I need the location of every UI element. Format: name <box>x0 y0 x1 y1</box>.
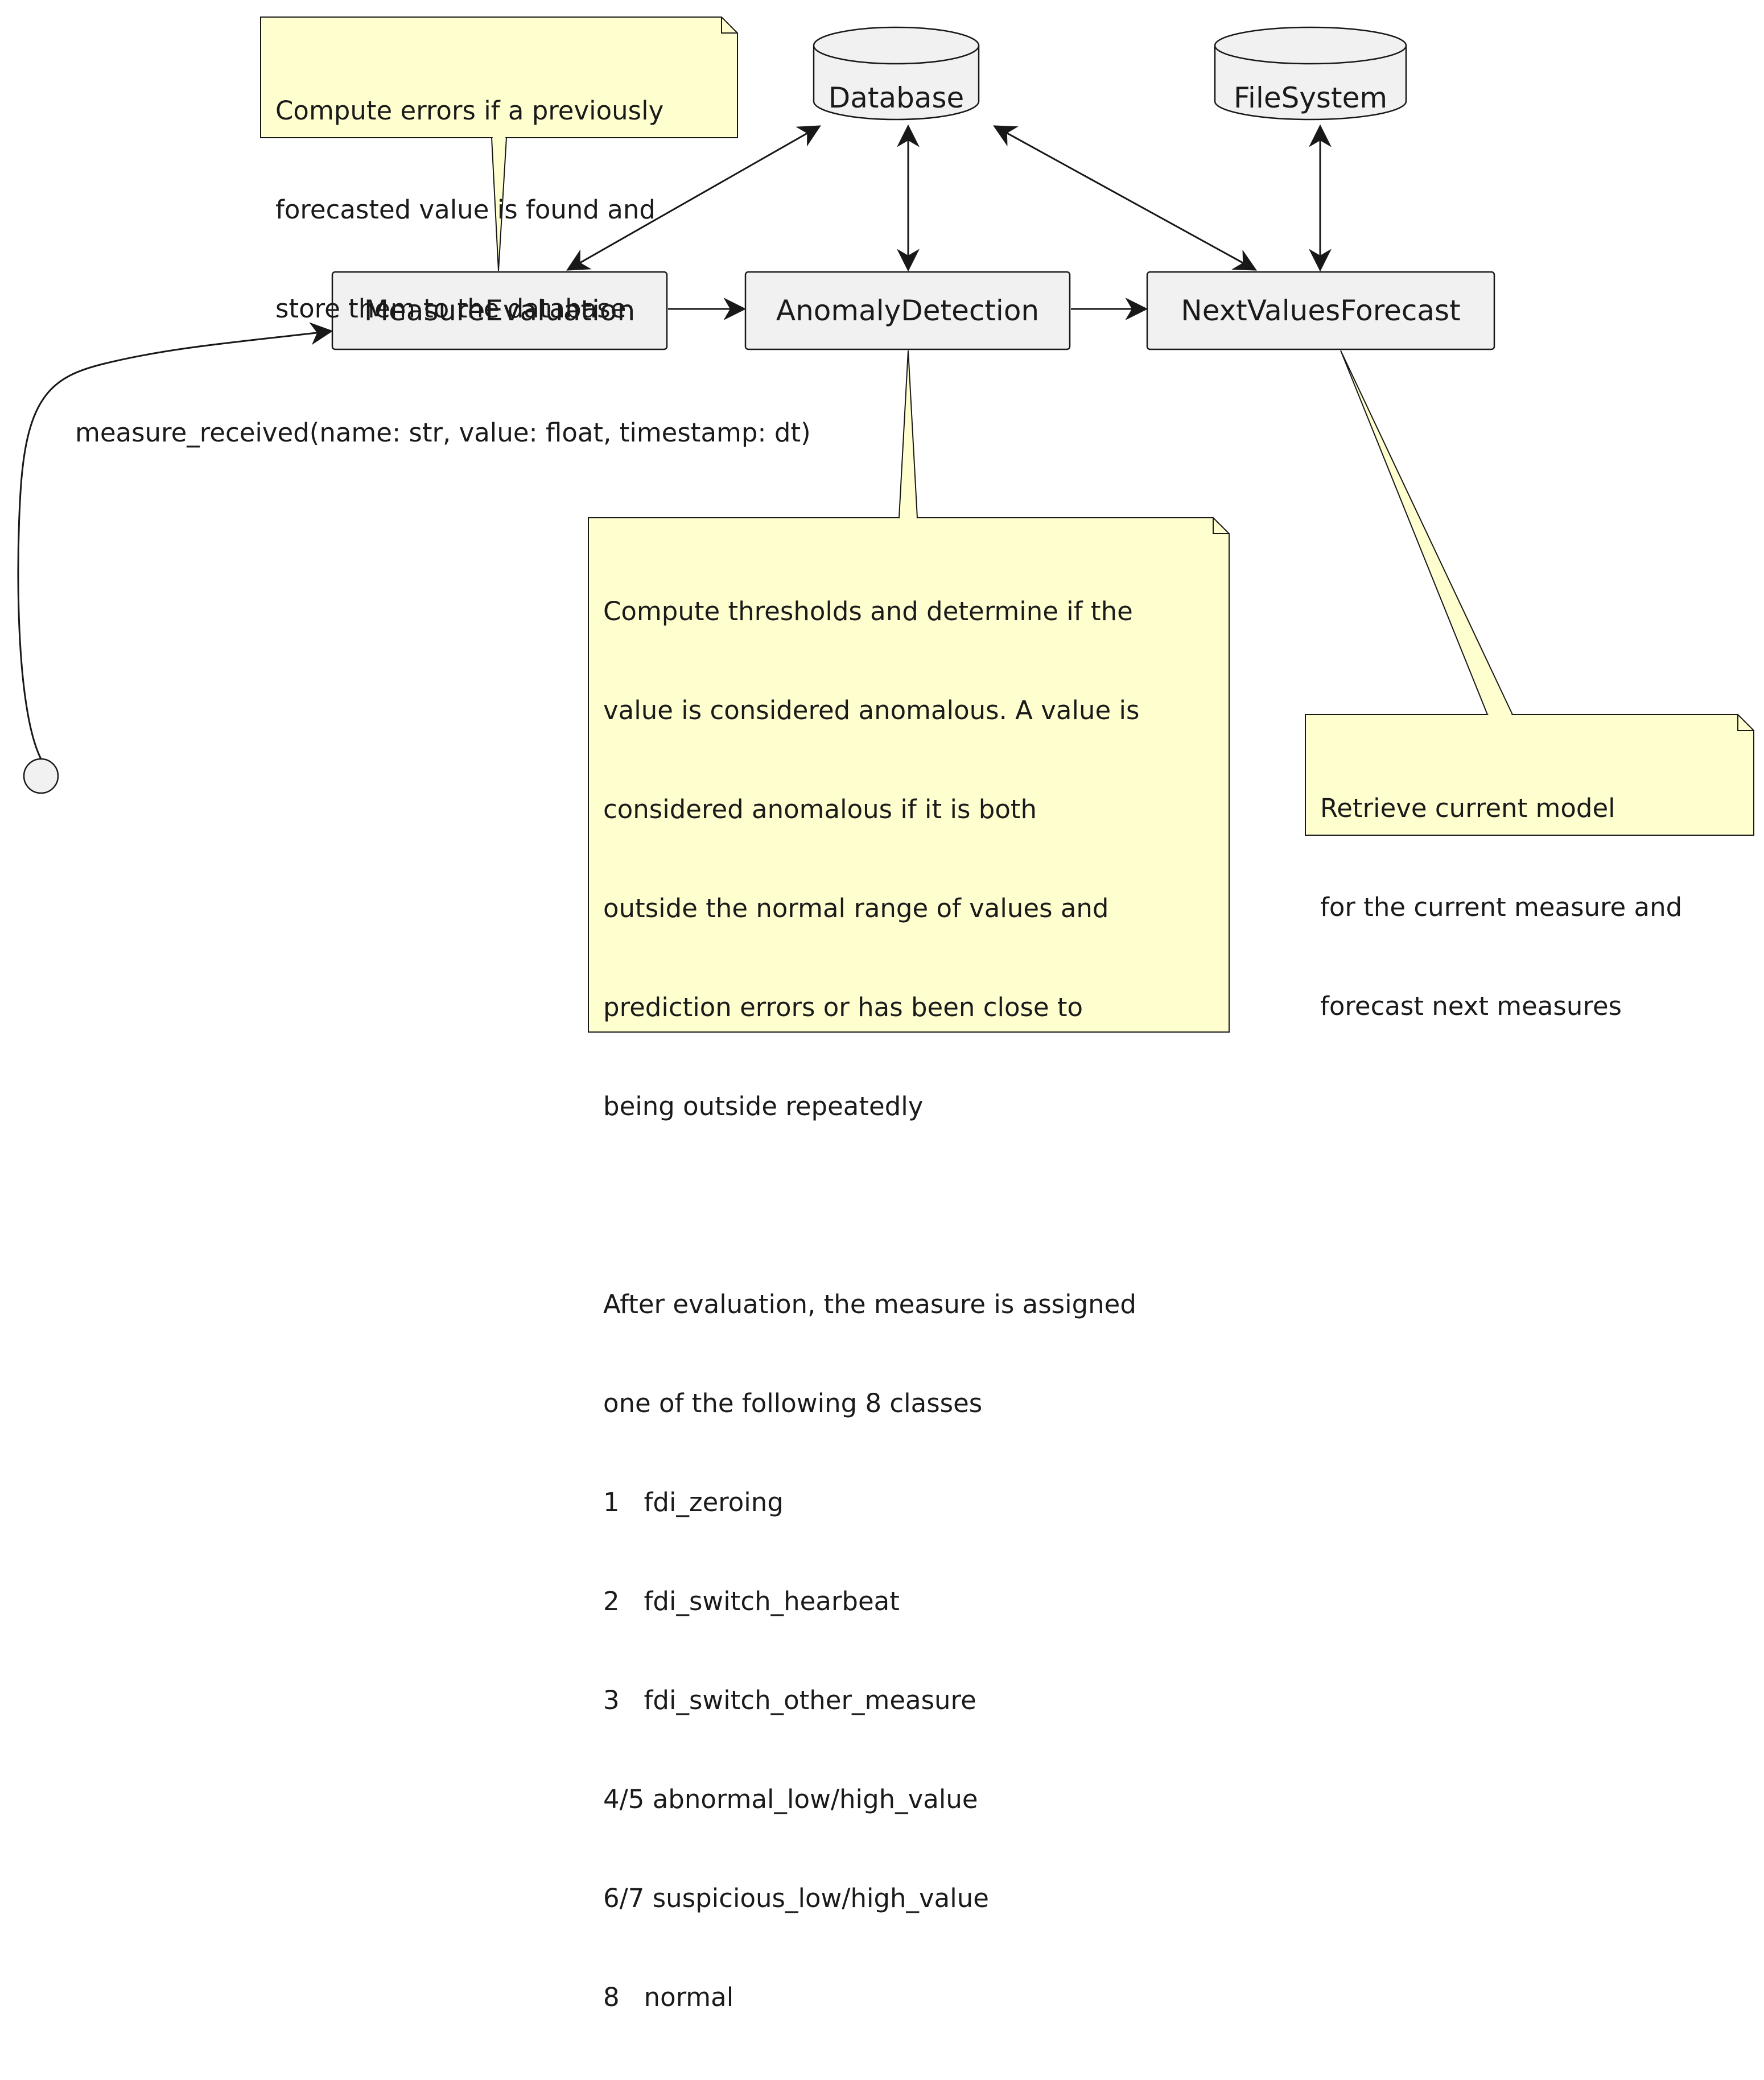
note-line: 4/5 abnormal_low/high_value <box>603 1784 978 1814</box>
measure-evaluation-node <box>331 271 668 350</box>
note-line: being outside repeatedly <box>603 1091 924 1121</box>
database-node <box>813 26 980 121</box>
note-measure-evaluation <box>260 16 738 271</box>
note-line: 2 fdi_switch_hearbeat <box>603 1586 900 1616</box>
note-line: 8 normal <box>603 1982 734 2012</box>
note-line: one of the following 8 classes <box>603 1388 983 1418</box>
start-node <box>23 758 59 794</box>
edge-measure-received <box>17 322 333 760</box>
note-next-values-forecast <box>1305 350 1754 836</box>
note-line: 3 fdi_switch_other_measure <box>603 1685 976 1715</box>
note-line: 6/7 suspicious_low/high_value <box>603 1883 989 1913</box>
note-line <box>603 1189 1139 1222</box>
anomaly-detection-node <box>744 271 1071 350</box>
edge-database-next-values-forecast <box>993 125 1257 271</box>
note-line: 1 fdi_zeroing <box>603 1487 784 1517</box>
note-anomaly-detection <box>588 350 1230 1033</box>
next-values-forecast-node <box>1146 271 1495 350</box>
filesystem-node <box>1214 26 1407 121</box>
note-line: After evaluation, the measure is assigne… <box>603 1289 1136 1319</box>
edge-database-measure-evaluation <box>566 125 821 271</box>
architecture-diagram <box>17 16 1754 1033</box>
